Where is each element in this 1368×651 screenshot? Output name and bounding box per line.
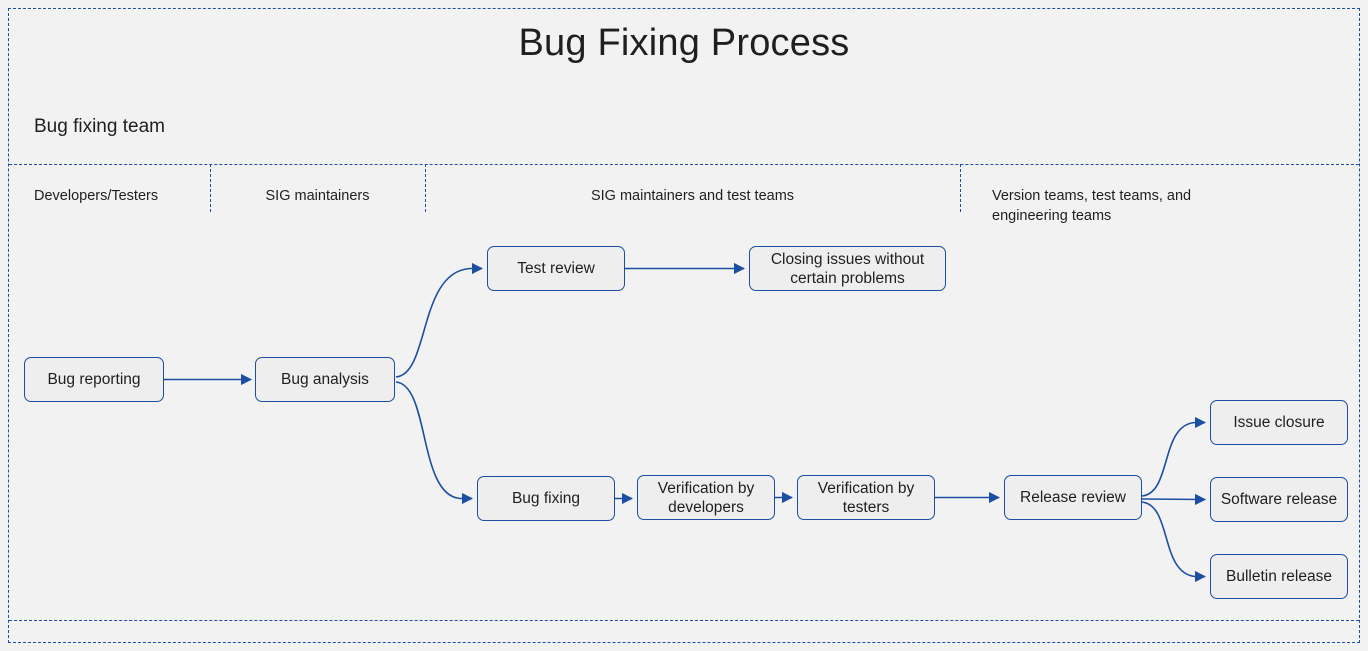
- node-bug-fixing[interactable]: Bug fixing: [477, 476, 615, 521]
- lane-separator-top: [9, 164, 1359, 165]
- node-bug-reporting[interactable]: Bug reporting: [24, 357, 164, 402]
- lane-divider-1: [210, 164, 211, 212]
- lane-label-sig-maintainers: SIG maintainers: [265, 188, 370, 204]
- lane-separator-bottom: [9, 620, 1359, 621]
- node-closing-issues[interactable]: Closing issues without certain problems: [749, 246, 946, 291]
- pool-label: Bug fixing team: [34, 116, 165, 137]
- lane-divider-2: [425, 164, 426, 212]
- node-test-review[interactable]: Test review: [487, 246, 625, 291]
- node-bug-analysis[interactable]: Bug analysis: [255, 357, 395, 402]
- lane-divider-3: [960, 164, 961, 212]
- node-verification-by-developers[interactable]: Verification by developers: [637, 475, 775, 520]
- node-verification-by-testers[interactable]: Verification by testers: [797, 475, 935, 520]
- node-issue-closure[interactable]: Issue closure: [1210, 400, 1348, 445]
- lane-label-version-test-engineering-teams: Version teams, test teams, and engineeri…: [992, 188, 1192, 224]
- lane-label-developers-testers: Developers/Testers: [34, 188, 159, 204]
- node-software-release[interactable]: Software release: [1210, 477, 1348, 522]
- lane-label-sig-maintainers-test-teams: SIG maintainers and test teams: [590, 188, 795, 204]
- node-bulletin-release[interactable]: Bulletin release: [1210, 554, 1348, 599]
- pool-boundary: [8, 8, 1360, 643]
- page-title: Bug Fixing Process: [518, 22, 850, 64]
- node-release-review[interactable]: Release review: [1004, 475, 1142, 520]
